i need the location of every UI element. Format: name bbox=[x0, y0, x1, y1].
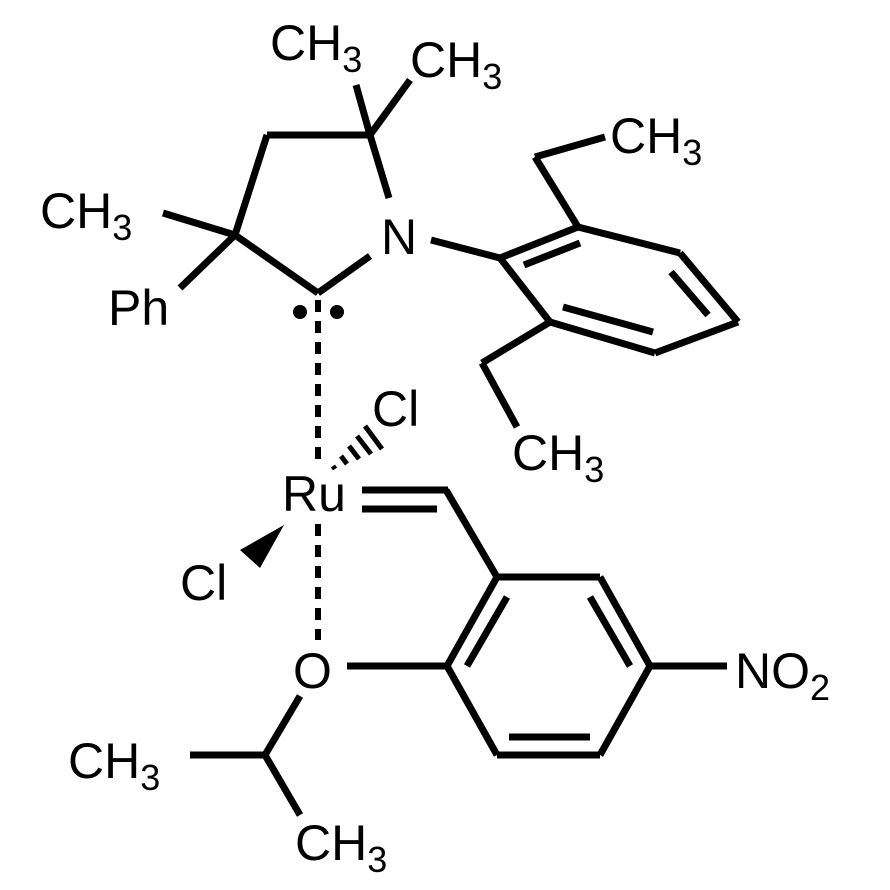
bond-ch-benzene bbox=[442, 488, 501, 579]
bond-ar-5 bbox=[549, 318, 656, 357]
label-ch3-top-left: CH3 bbox=[270, 15, 362, 80]
bond-ar-3 bbox=[677, 250, 741, 325]
label-cl-left: Cl bbox=[180, 555, 227, 611]
bond-ar-4 bbox=[653, 318, 740, 357]
solid-wedge-cl-left bbox=[240, 525, 284, 568]
bond-ar-6 bbox=[497, 255, 553, 325]
bond-ar-1-inner bbox=[522, 239, 582, 269]
label-cl-top: Cl bbox=[372, 381, 419, 437]
bond-ar-2 bbox=[577, 223, 681, 257]
label-ch3-ring: CH3 bbox=[40, 183, 132, 248]
bond-ar-3-inner bbox=[668, 269, 711, 318]
label-ph: Ph bbox=[108, 280, 169, 336]
bond-c5-ch3b bbox=[367, 77, 413, 138]
bond-ar-1 bbox=[498, 223, 580, 262]
bond-ethyl-bottom-1 bbox=[480, 319, 552, 366]
bond-bz-5 bbox=[443, 664, 501, 757]
bond-ipr-ch3-bottom bbox=[261, 753, 304, 817]
label-no2: NO2 bbox=[735, 643, 830, 708]
label-ch3-aryl-bottom: CH3 bbox=[512, 425, 604, 490]
bond-c3-ph bbox=[177, 232, 238, 291]
bond-n-aryl bbox=[430, 236, 501, 262]
bond-bz-3 bbox=[596, 664, 654, 757]
bond-c2-c3 bbox=[232, 232, 321, 296]
hashed-wedge-cl-top bbox=[330, 424, 385, 471]
label-ch3-top-right: CH3 bbox=[410, 32, 502, 97]
lone-pair-dot-right bbox=[330, 305, 344, 319]
label-ch3-ipr-bottom: CH3 bbox=[295, 815, 387, 880]
bond-n-c2 bbox=[315, 253, 373, 296]
bond-ethyl-bottom-2 bbox=[478, 361, 521, 429]
label-ch3-ipr-left: CH3 bbox=[68, 733, 160, 798]
bonds bbox=[161, 77, 741, 817]
label-n: N bbox=[381, 209, 417, 265]
bond-o-ipr bbox=[261, 694, 304, 757]
bond-c3-c4 bbox=[231, 133, 271, 237]
lone-pair-dot-left bbox=[293, 305, 307, 319]
bond-c3-ch3 bbox=[161, 209, 237, 239]
bond-ethyl-top-1 bbox=[532, 155, 581, 229]
bond-bz-6 bbox=[443, 575, 501, 668]
label-ch3-aryl-top: CH3 bbox=[610, 108, 702, 173]
bond-c5-n bbox=[366, 133, 393, 200]
bond-bz-6-inner bbox=[463, 595, 511, 668]
bond-ethyl-top-2 bbox=[534, 133, 606, 161]
bond-bz-2-inner bbox=[586, 595, 634, 668]
label-ru: Ru bbox=[282, 466, 346, 522]
bond-bz-2 bbox=[596, 575, 654, 668]
label-o: O bbox=[293, 643, 332, 699]
bond-ar-5-inner bbox=[562, 303, 654, 336]
bond-c5-ch3a bbox=[352, 84, 374, 136]
